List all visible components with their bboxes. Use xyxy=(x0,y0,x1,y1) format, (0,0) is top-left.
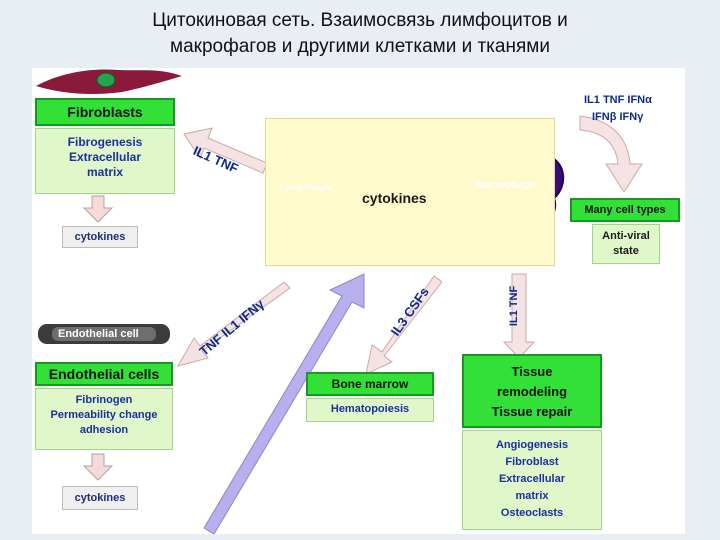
fibroblasts-cytokines-box: cytokines xyxy=(62,226,138,248)
bone-marrow-header: Bone marrow xyxy=(306,372,434,396)
tissue-header: Tissue remodeling Tissue repair xyxy=(462,354,602,428)
curved-arrow-right xyxy=(579,115,643,193)
center-cytokines-label: cytokines xyxy=(362,190,427,206)
title-line-1: Цитокиновая сеть. Взаимосвязь лимфоцитов… xyxy=(152,10,568,31)
tissue-body-line-1: Angiogenesis xyxy=(495,439,569,451)
antiviral-line-2: state xyxy=(613,245,639,257)
il1-tnf-arrow xyxy=(183,127,268,174)
many-cell-types-header: Many cell types xyxy=(570,198,680,222)
tissue-body-line-3: Extracellular xyxy=(498,473,566,485)
tissue-body: Angiogenesis Fibroblast Extracellular ma… xyxy=(462,430,602,530)
interferon-line-2: IFNβ IFNγ xyxy=(592,111,644,123)
tissue-line-2: remodeling xyxy=(496,384,568,399)
bone-marrow-body: Hematopoiesis xyxy=(306,398,434,422)
endothelial-cytokines-text: cytokines xyxy=(74,492,126,504)
il1-tnf-vertical-label: IL1 TNF xyxy=(508,285,521,327)
tissue-body-line-5: Osteoclasts xyxy=(500,507,564,519)
center-interaction-panel xyxy=(265,118,555,266)
endo-down-arrow xyxy=(82,453,114,481)
interferon-label-block: IL1 TNF IFNα IFNβ IFNγ xyxy=(584,92,682,126)
tissue-body-line-4: matrix xyxy=(515,490,549,502)
fibroblasts-header: Fibroblasts xyxy=(35,98,175,126)
fibro-down-arrow xyxy=(82,195,114,223)
endothelial-cytokines-box: cytokines xyxy=(62,486,138,510)
fibroblasts-line-3: matrix xyxy=(86,165,124,179)
tnf-il1-ifn-arrow xyxy=(176,281,291,367)
antiviral-line-1: Anti-viral xyxy=(602,230,650,242)
endothelial-line-3: adhesion xyxy=(79,424,129,436)
bone-marrow-header-text: Bone marrow xyxy=(331,377,409,391)
tissue-line-3: Tissue repair xyxy=(491,404,573,419)
tissue-line-1: Tissue xyxy=(511,364,553,379)
fibroblasts-header-text: Fibroblasts xyxy=(67,104,143,120)
endothelial-line-2: Permeability change xyxy=(50,409,158,421)
fibroblasts-line-2: Extracellular xyxy=(68,150,142,164)
il1-tnf-vertical-arrow xyxy=(502,273,536,359)
endothelial-header-text: Endothelial cells xyxy=(48,366,160,382)
many-cell-types-text: Many cell types xyxy=(584,204,666,216)
title-line-2: макрофагов и другими клетками и тканями xyxy=(170,36,550,57)
macrophage-label: Macrophage xyxy=(476,180,535,191)
fibroblasts-line-1: Fibrogenesis xyxy=(67,135,143,149)
il3-csfs-arrow xyxy=(365,275,443,375)
fibroblast-nucleus-icon xyxy=(96,72,116,88)
tissue-body-line-2: Fibroblast xyxy=(505,456,559,468)
lymphocyte-label: Lymphocyte xyxy=(280,182,333,192)
blue-return-arrow xyxy=(203,273,365,534)
interferon-line-1: IL1 TNF IFNα xyxy=(584,94,652,106)
antiviral-box: Anti-viral state xyxy=(592,224,660,264)
endothelial-body: Fibrinogen Permeability change adhesion xyxy=(35,388,173,450)
endothelial-header: Endothelial cells xyxy=(35,362,173,386)
endothelial-cell-label: Endothelial cell xyxy=(58,328,139,340)
diagram-panel: Fibroblasts Fibrogenesis Extracellular m… xyxy=(32,68,685,534)
slide-title: Цитокиновая сеть. Взаимосвязь лимфоцитов… xyxy=(0,8,720,60)
endothelial-line-1: Fibrinogen xyxy=(75,394,133,406)
fibroblasts-cytokines-text: cytokines xyxy=(74,231,126,243)
fibroblasts-body: Fibrogenesis Extracellular matrix xyxy=(35,128,175,194)
bone-marrow-body-text: Hematopoiesis xyxy=(330,403,410,415)
